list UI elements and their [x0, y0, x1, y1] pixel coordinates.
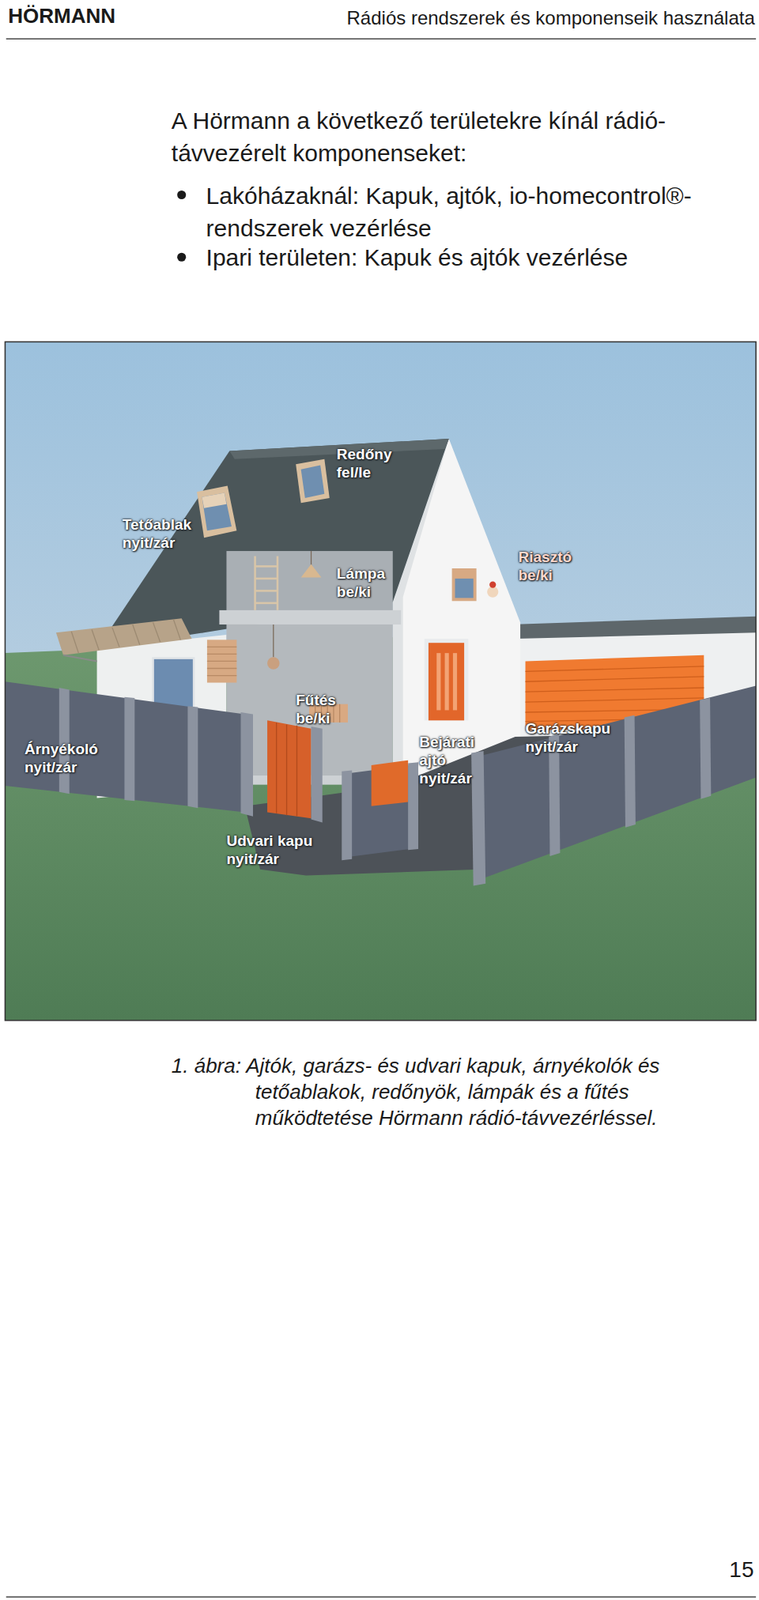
header-rule [6, 37, 756, 39]
figure-caption: 1. ábra: Ajtók, garázs- és udvari kapuk,… [171, 1053, 730, 1132]
callout-label: Bejárati ajtó nyit/zár [419, 732, 475, 788]
bullet-dot [177, 253, 186, 262]
bullet-item: Lakóházaknál: Kapuk, ajtók, io-homecontr… [206, 179, 744, 245]
footer-rule [6, 1596, 756, 1598]
callout-label: Riasztó be/ki [518, 547, 573, 585]
figure-frame [4, 341, 756, 1020]
body-text: A Hörmann a következő területekre kínál … [171, 104, 726, 170]
callout-label: Tetőablak nyit/zár [122, 515, 192, 552]
callout-label: Fűtés be/ki [295, 691, 337, 728]
callout-label: Garázskapu nyit/zár [525, 719, 612, 756]
page-number: 15 [728, 1557, 754, 1583]
callout-label: Udvari kapu nyit/zár [226, 831, 338, 869]
callout-label: Árnyékoló nyit/zár [24, 740, 99, 777]
bullet-item: Ipari területen: Kapuk és ajtók vezérlés… [206, 241, 744, 274]
house-illustration [4, 341, 756, 1020]
callout-label: Lámpa be/ki [336, 564, 386, 601]
bullet-dot [177, 190, 186, 200]
brand-name: HÖRMANN [7, 3, 116, 29]
callout-label: Redőny fel/le [336, 445, 393, 482]
running-header: Rádiós rendszerek és komponenseik haszná… [347, 5, 756, 31]
